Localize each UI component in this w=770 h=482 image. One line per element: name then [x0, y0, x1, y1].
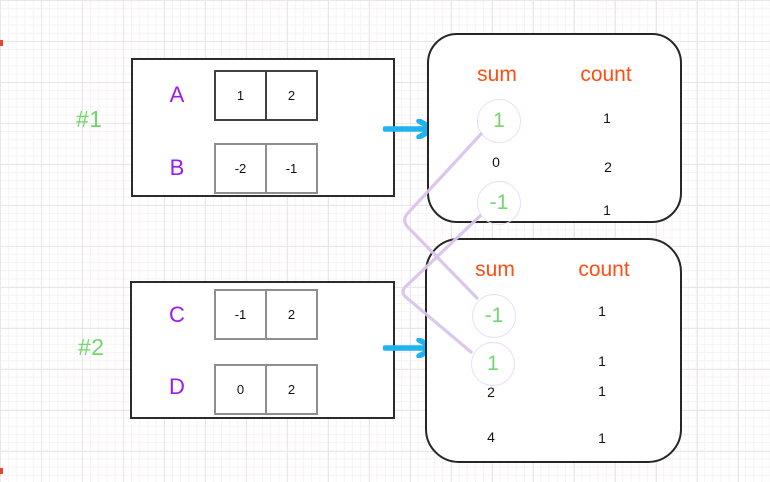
example-1-result-table: sum count 1 1 0 2 -1 1 — [427, 33, 682, 225]
array-a-cell-1: 2 — [267, 70, 318, 121]
sum-value: 1 — [493, 109, 505, 132]
sum-value: -1 — [489, 191, 509, 214]
sum-value: 0 — [492, 154, 500, 170]
array-d-cells: 0 2 — [214, 364, 318, 415]
array-c-cell-0: -1 — [214, 289, 267, 340]
example-2-result-table: sum count -1 1 1 1 2 1 4 1 — [425, 238, 682, 463]
array-c-label: C — [169, 302, 185, 327]
sum-header-2: sum — [475, 258, 515, 281]
array-b-cell-0: -2 — [214, 143, 267, 194]
highlight-circle-sum-neg1: -1 — [472, 294, 516, 338]
array-d-label: D — [169, 374, 185, 399]
count-header-1: count — [580, 63, 632, 86]
count-value: 1 — [603, 110, 611, 126]
count-value: 1 — [603, 202, 611, 218]
array-b-cells: -2 -1 — [214, 143, 318, 194]
sum-value: 4 — [487, 429, 495, 445]
example-1-label: #1 — [76, 106, 103, 132]
count-value: 1 — [598, 303, 606, 319]
array-d-cell-0: 0 — [214, 364, 267, 415]
sum-value: 1 — [487, 352, 499, 375]
array-a-label: A — [169, 82, 185, 107]
array-a-cell-0: 1 — [214, 70, 267, 121]
red-edge-mark-top — [0, 40, 3, 46]
example-2-arrays-box: C -1 2 D 0 2 — [130, 281, 395, 419]
count-header-2: count — [578, 258, 630, 281]
array-d-cell-1: 2 — [267, 364, 318, 415]
array-a-cells: 1 2 — [214, 70, 318, 121]
highlight-circle-sum-1: 1 — [471, 342, 515, 386]
count-value: 1 — [598, 353, 606, 369]
count-value: 1 — [598, 430, 606, 446]
array-b-cell-1: -1 — [267, 143, 318, 194]
example-1-arrays-box: A 1 2 B -2 -1 — [131, 58, 395, 197]
count-value: 2 — [604, 159, 612, 175]
count-value: 1 — [598, 383, 606, 399]
red-edge-mark-bottom — [0, 468, 3, 474]
sum-value: -1 — [484, 304, 504, 327]
array-b-label: B — [169, 155, 185, 180]
highlight-circle-sum-neg1: -1 — [477, 181, 521, 225]
array-c-cell-1: 2 — [267, 289, 318, 340]
highlight-circle-sum-1: 1 — [477, 99, 521, 143]
sum-header-1: sum — [477, 63, 517, 86]
array-c-cells: -1 2 — [214, 289, 318, 340]
sum-value: 2 — [487, 384, 495, 400]
example-2-label: #2 — [78, 334, 105, 360]
